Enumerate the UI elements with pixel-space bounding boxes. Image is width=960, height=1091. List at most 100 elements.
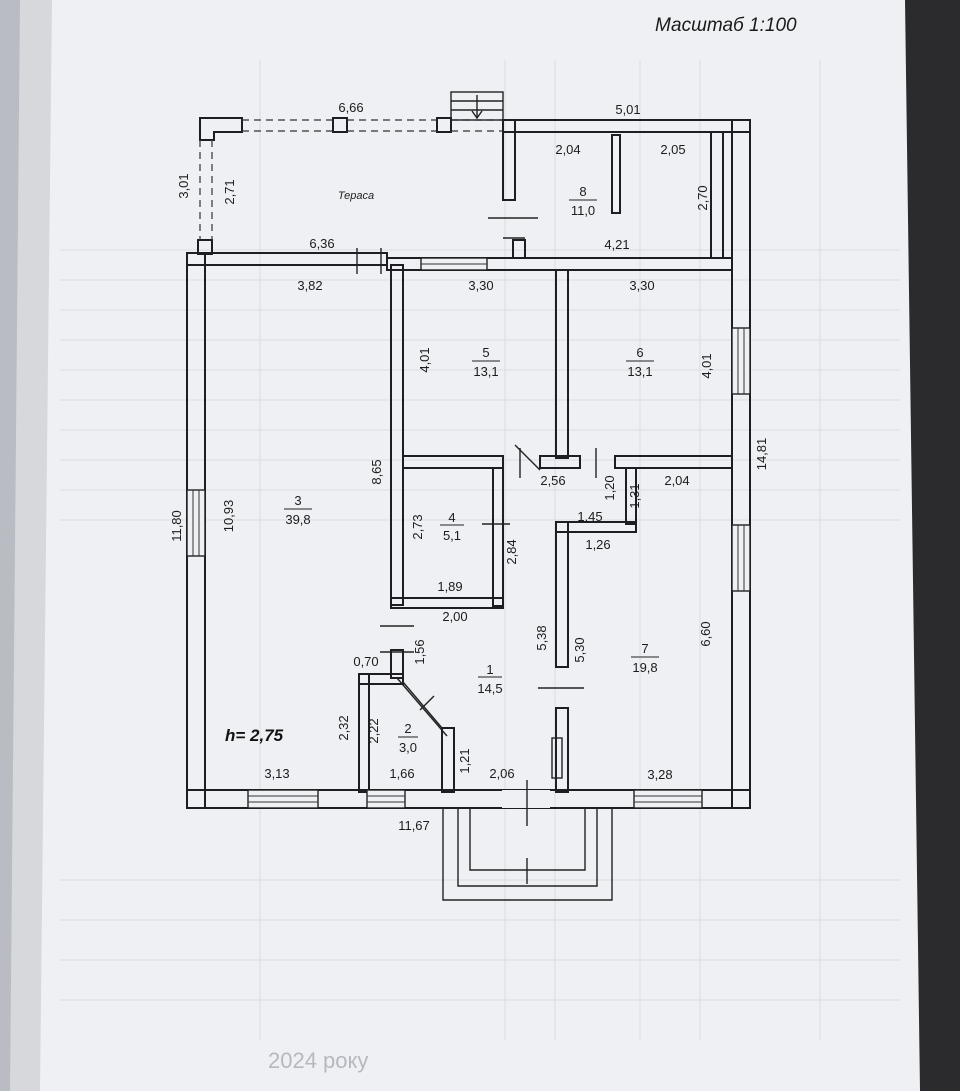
room-7-area: 19,8	[632, 660, 657, 675]
entrance	[442, 780, 613, 901]
room-3: 3 39,8	[284, 493, 312, 527]
dim-hall-width: 2,06	[489, 766, 514, 781]
room-3-area: 39,8	[285, 512, 310, 527]
wall-room8-west	[502, 119, 516, 201]
room-7: 7 19,8	[631, 641, 659, 675]
wall-bath-west	[358, 673, 370, 793]
room-2-area: 3,0	[399, 740, 417, 755]
dim-room7-notch: 1,26	[585, 537, 610, 552]
dim-notch-width: 1,45	[577, 509, 602, 524]
room-4-number: 4	[448, 510, 455, 525]
dim-room5-width: 3,30	[468, 278, 493, 293]
window-south-room2	[366, 789, 406, 809]
dim-room7-width: 3,28	[647, 767, 672, 782]
terrace-post	[332, 117, 348, 133]
dim-room8-width: 4,21	[604, 237, 629, 252]
wall-room3-east	[390, 264, 404, 606]
wall-5-6	[555, 269, 569, 459]
wall-room4-south	[390, 597, 504, 609]
window-south-room7	[633, 789, 703, 809]
dim-bath-width: 1,66	[389, 766, 414, 781]
room-5-area: 13,1	[473, 364, 498, 379]
dim-terrace-outer-depth: 3,01	[176, 173, 191, 198]
windows	[186, 257, 751, 809]
room-1: 1 14,5	[477, 662, 502, 696]
room-2: 2 3,0	[398, 721, 418, 755]
dimension-labels: 6,66 5,01 3,01 2,71 2,04 2,05 2,70 4,21 …	[169, 100, 769, 833]
dim-room4-depth: 2,73	[410, 514, 425, 539]
dim-room7-depth: 6,60	[698, 621, 713, 646]
room-8-area: 11,0	[571, 203, 595, 218]
dim-room3-south: 3,13	[264, 766, 289, 781]
room-2-number: 2	[404, 721, 411, 736]
dim-terrace-width: 6,66	[338, 100, 363, 115]
wall-room8-east	[710, 131, 724, 259]
dim-notch-depth: 1,20	[602, 475, 617, 500]
room-labels: Тераса 1 14,5 2 3,0 3 39,8 4 5,1 5 13,1 …	[284, 184, 659, 755]
room-7-number: 7	[641, 641, 648, 656]
terrace-steps	[450, 91, 504, 121]
wall-5-6-south	[539, 455, 581, 469]
window-east-room7	[731, 524, 751, 592]
dim-bath-wall: 0,70	[353, 654, 378, 669]
room-6-area: 13,1	[627, 364, 652, 379]
wall-room4-east	[492, 467, 504, 607]
dim-house-depth: 14,81	[754, 438, 769, 471]
dim-corridor-width: 2,56	[540, 473, 565, 488]
terrace	[197, 91, 504, 255]
room-5-number: 5	[482, 345, 489, 360]
dim-room4-east: 2,84	[504, 539, 519, 564]
wall-room7-west-low	[555, 707, 569, 793]
sheet-edge	[10, 0, 52, 1091]
dim-room3-depth: 10,93	[221, 500, 236, 533]
dim-room3-width: 3,82	[297, 278, 322, 293]
dim-room8-depth: 2,70	[695, 185, 710, 210]
dim-room5-depth: 4,01	[417, 347, 432, 372]
paper-sheet	[20, 0, 920, 1091]
dim-room4-width: 1,89	[437, 579, 462, 594]
dim-room6-depth: 4,01	[699, 353, 714, 378]
room-1-area: 14,5	[477, 681, 502, 696]
dim-hall-wall: 1,56	[412, 639, 427, 664]
room-6-number: 6	[636, 345, 643, 360]
footer-text: 2024 року	[268, 1048, 368, 1073]
dim-room1-east: 5,38	[534, 625, 549, 650]
window-west	[186, 489, 206, 557]
wall-room8-partition	[611, 134, 621, 214]
dim-room8-right: 2,05	[660, 142, 685, 157]
dim-hall-niche: 1,21	[457, 748, 472, 773]
wall-room7-notch	[625, 467, 637, 525]
room-4: 4 5,1	[440, 510, 464, 543]
room-8-number: 8	[579, 184, 586, 199]
room-6: 6 13,1	[626, 345, 654, 379]
terrace-label: Тераса	[338, 190, 374, 202]
dim-bath-depth: 2,22	[366, 718, 381, 743]
window-south-room3	[247, 789, 319, 809]
room-1-number: 1	[486, 662, 493, 677]
room-5: 5 13,1	[472, 345, 500, 379]
room-8: 8 11,0	[569, 184, 597, 218]
entrance-opening	[502, 790, 550, 808]
dim-terrace-depth: 2,71	[222, 179, 237, 204]
wall-room8-west-low	[512, 239, 526, 259]
dim-room8-left: 2,04	[555, 142, 580, 157]
room-3-number: 3	[294, 493, 301, 508]
room-4-area: 5,1	[443, 528, 461, 543]
window-east-room6	[731, 327, 751, 395]
dim-west-outer: 11,80	[169, 510, 184, 542]
walls	[186, 119, 751, 809]
dim-room7-top-width: 2,04	[664, 473, 689, 488]
terrace-post-3	[197, 239, 213, 255]
wall-6-south	[614, 455, 733, 469]
dim-room4-outer: 2,00	[442, 609, 467, 624]
terrace-post-2	[436, 117, 452, 133]
dim-room6-width: 3,30	[629, 278, 654, 293]
room1-niche	[551, 737, 563, 779]
wall-bath-east	[441, 727, 455, 793]
ceiling-height-label: h= 2,75	[225, 726, 284, 745]
doors	[356, 217, 597, 779]
wall-5-south	[402, 455, 504, 469]
wall-room7-west	[555, 521, 569, 668]
dim-room7-west: 5,30	[572, 637, 587, 662]
